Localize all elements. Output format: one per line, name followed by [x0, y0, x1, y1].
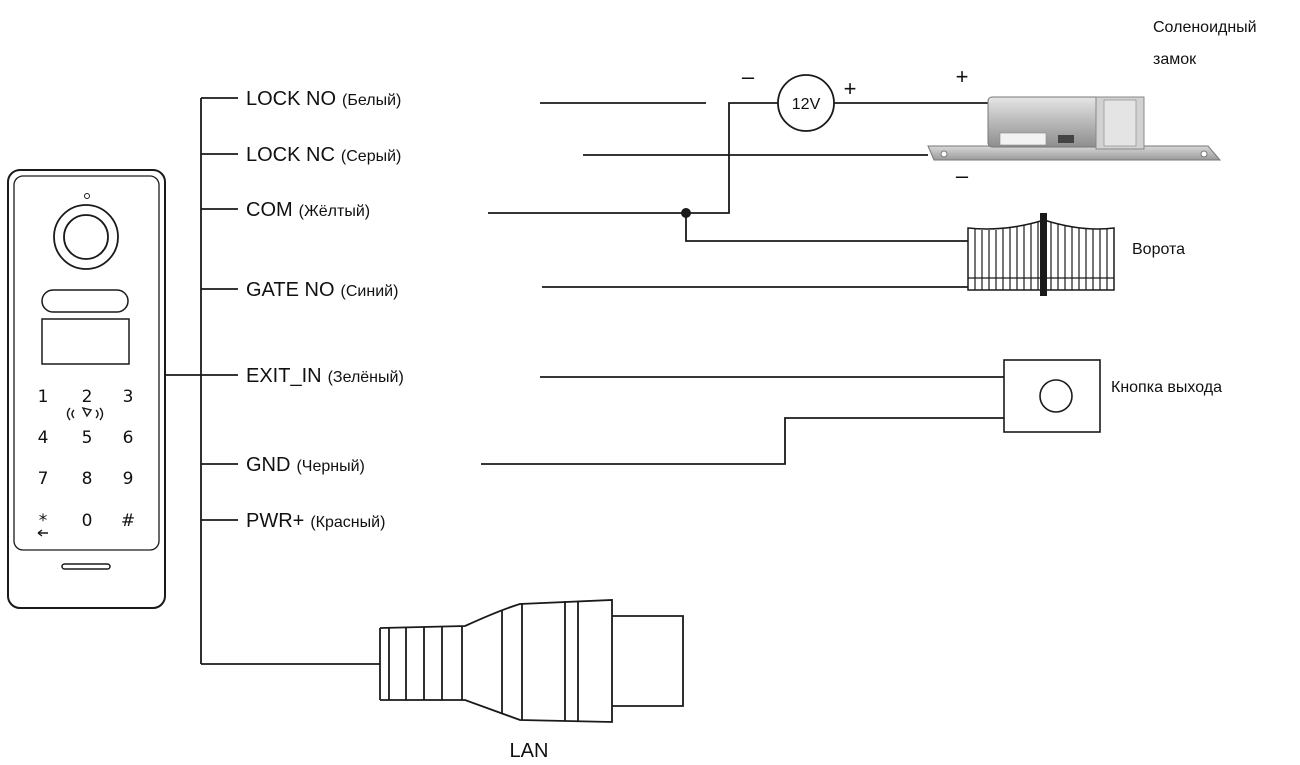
- psu-minus-sign: –: [742, 64, 755, 89]
- key-6: 6: [123, 428, 134, 448]
- name-label-slot: [41, 289, 129, 313]
- wire-label-exit-in: EXIT_IN(Зелёный): [246, 365, 404, 387]
- exit-button-label: Кнопка выхода: [1111, 379, 1222, 396]
- key-5: 5: [82, 428, 93, 448]
- lock-minus-sign: –: [956, 163, 969, 188]
- wire-label-lock-nc: LOCK NC(Серый): [246, 144, 401, 166]
- com-to-gate-wire: [685, 213, 968, 242]
- lock-plus-sign: +: [956, 64, 969, 89]
- key-star: *: [39, 511, 48, 531]
- panel-glass-frame: [13, 175, 160, 551]
- exit-button-icon: [1003, 359, 1101, 433]
- solenoid-lock-icon: + –: [927, 64, 1222, 188]
- backspace-arrow-icon: [37, 529, 48, 537]
- gate-label: Ворота: [1132, 241, 1185, 258]
- nfc-icon: [66, 406, 104, 421]
- power-supply-12v: 12V – +: [742, 64, 857, 132]
- wire-label-gate-no: GATE NO(Синий): [246, 279, 398, 301]
- door-station-panel: 1 2 3 4 5 6 7 8 9 * 0 #: [7, 169, 166, 609]
- speaker-grille: [61, 563, 111, 570]
- camera-outer-ring: [53, 204, 119, 270]
- key-3: 3: [123, 387, 134, 407]
- keypad: 1 2 3 4 5 6 7 8 9 * 0 #: [37, 387, 135, 537]
- gnd-wire: [481, 417, 1004, 465]
- microphone-icon: [84, 193, 90, 199]
- key-4: 4: [38, 428, 49, 448]
- key-9: 9: [123, 469, 134, 489]
- camera-lens-icon: [63, 214, 109, 260]
- display-window: [41, 318, 130, 365]
- solenoid-lock-label-line2: замок: [1153, 51, 1197, 68]
- key-8: 8: [82, 469, 93, 489]
- solenoid-lock-label-line1: Соленоидный: [1153, 19, 1257, 36]
- key-0: 0: [82, 511, 93, 531]
- com-to-psu-wire: [686, 102, 778, 214]
- psu-circle: [777, 74, 835, 132]
- psu-plus-sign: +: [844, 76, 857, 101]
- gate-icon: [967, 213, 1115, 296]
- cable-bus: [200, 97, 380, 665]
- psu-label: 12V: [792, 96, 821, 113]
- connection-wires: [481, 102, 1004, 465]
- wire-label-pwr: PWR+(Красный): [246, 510, 385, 532]
- panel-outer-frame: [7, 169, 166, 609]
- lan-connector-icon: [379, 599, 684, 723]
- wire-label-com: COM(Жёлтый): [246, 199, 370, 221]
- key-hash: #: [121, 511, 135, 531]
- key-2: 2: [82, 387, 93, 407]
- wire-label-lock-no: LOCK NO(Белый): [246, 88, 401, 110]
- wire-label-gnd: GND(Черный): [246, 454, 365, 476]
- lan-label: LAN: [510, 740, 549, 762]
- key-1: 1: [38, 387, 49, 407]
- key-7: 7: [38, 469, 49, 489]
